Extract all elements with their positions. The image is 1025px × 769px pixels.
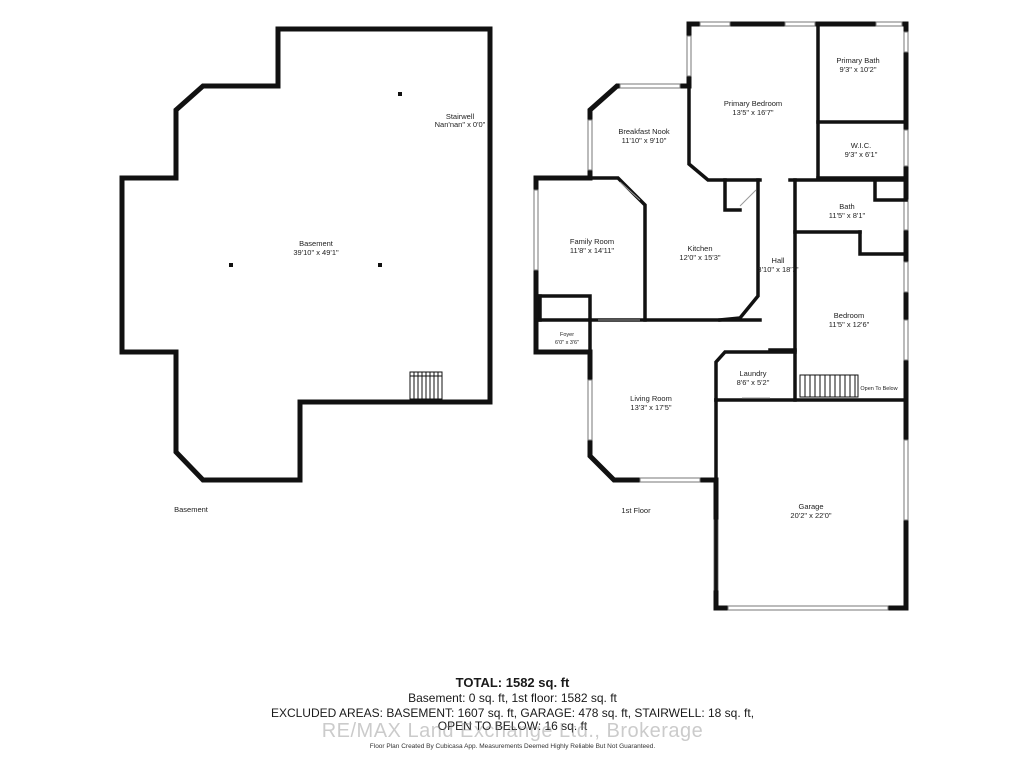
room-dims-family-room: 11'8" x 14'11"	[570, 246, 615, 255]
floor-label-first-floor: 1st Floor	[621, 506, 651, 515]
room-name-primary-bath: Primary Bath	[836, 56, 879, 65]
room-name-hall: Hall	[772, 256, 785, 265]
floor-plan-credit: Floor Plan Created By Cubicasa App. Meas…	[369, 743, 656, 750]
excluded-areas-continued: OPEN TO BELOW: 16 sq. ft	[437, 719, 588, 733]
post-marker	[378, 263, 382, 267]
room-dims-hall: 3'10" x 18'7"	[757, 265, 798, 274]
room-dims-primary-bath: 9'3" x 10'2"	[840, 65, 877, 74]
room-name-living-room: Living Room	[630, 394, 672, 403]
room-name-family-room: Family Room	[570, 237, 614, 246]
open-to-below-label: Open To Below	[860, 386, 897, 392]
basement-stairs	[409, 371, 443, 400]
room-dims-basement: 39'10" x 49'1"	[293, 248, 339, 257]
room-dims-primary-bedroom: 13'5" x 16'7"	[732, 108, 773, 117]
room-dims-living-room: 13'3" x 17'5"	[630, 403, 671, 412]
room-dims-stairwell: Nan'nan" x 0'0"	[435, 120, 486, 129]
room-name-laundry: Laundry	[739, 369, 766, 378]
room-name-primary-bedroom: Primary Bedroom	[724, 99, 782, 108]
room-name-wic: W.I.C.	[851, 141, 871, 150]
room-dims-bath: 11'5" x 8'1"	[829, 211, 866, 220]
room-name-basement: Basement	[299, 239, 334, 248]
interior-walls	[534, 22, 908, 610]
room-dims-wic: 9'3" x 6'1"	[845, 150, 878, 159]
post-marker	[229, 263, 233, 267]
room-name-breakfast-nook: Breakfast Nook	[618, 127, 670, 136]
room-dims-kitchen: 12'0" x 15'3"	[679, 253, 720, 262]
total-area: TOTAL: 1582 sq. ft	[455, 675, 570, 690]
excluded-areas: EXCLUDED AREAS: BASEMENT: 1607 sq. ft, G…	[270, 706, 755, 720]
room-dims-bedroom: 11'5" x 12'6"	[829, 320, 870, 329]
room-name-kitchen: Kitchen	[687, 244, 712, 253]
room-name-foyer: Foyer	[560, 332, 574, 338]
basement-plan: Stairwell Nan'nan" x 0'0" Basement 39'10…	[119, 26, 493, 514]
brokerage-watermark: RE/MAX Land Exchange Ltd., Brokerage	[321, 720, 704, 742]
basement-outline	[119, 26, 493, 483]
room-name-bedroom: Bedroom	[834, 311, 864, 320]
room-dims-laundry: 8'6" x 5'2"	[737, 378, 770, 387]
doors	[598, 181, 770, 399]
post-marker	[398, 92, 402, 96]
first-floor-plan: Breakfast Nook 11'10" x 9'10" Primary Be…	[533, 21, 909, 611]
main-stairs	[799, 374, 859, 398]
room-dims-garage: 20'2" x 22'0"	[790, 511, 831, 520]
area-breakdown: Basement: 0 sq. ft, 1st floor: 1582 sq. …	[408, 691, 617, 705]
room-dims-foyer: 6'0" x 3'6"	[555, 340, 579, 346]
floor-label-basement: Basement	[174, 505, 209, 514]
room-name-bath: Bath	[839, 202, 854, 211]
room-dims-breakfast-nook: 11'10" x 9'10"	[622, 136, 667, 145]
room-name-garage: Garage	[798, 502, 823, 511]
room-name-stairwell: Stairwell	[446, 112, 475, 121]
